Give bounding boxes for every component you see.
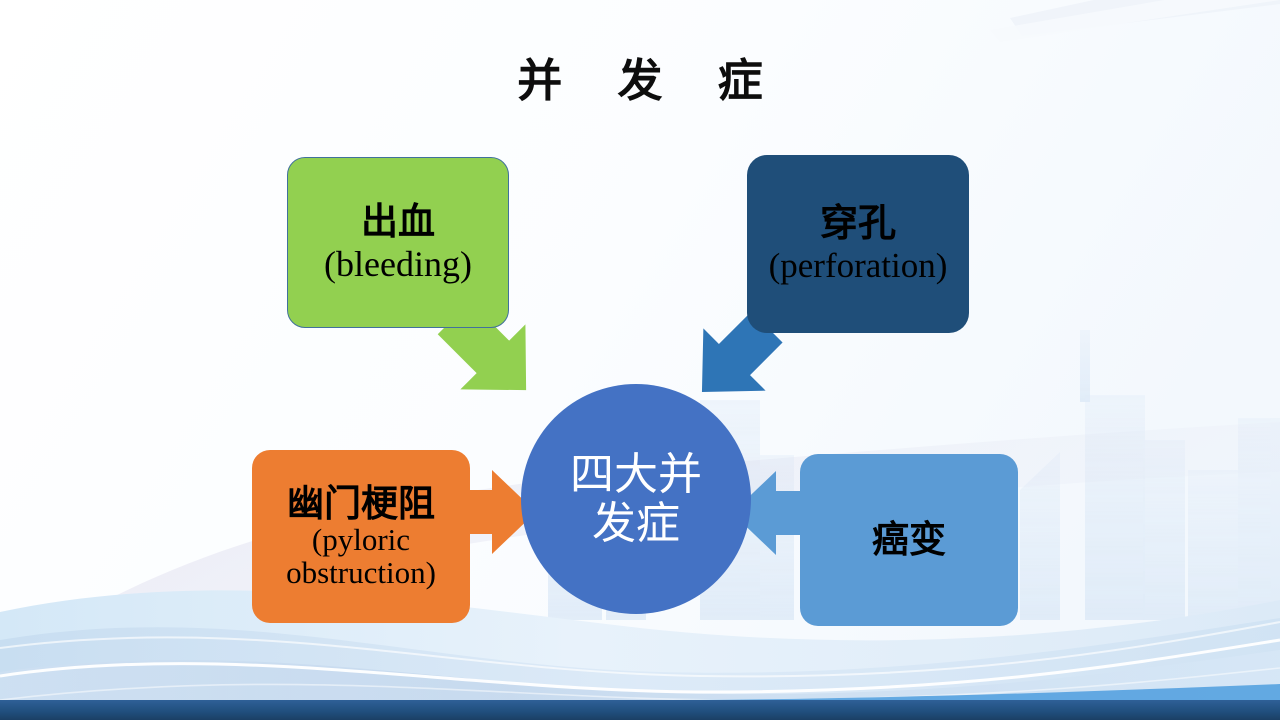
node-bleeding-cn: 出血 <box>361 200 435 242</box>
node-bleeding-en: (bleeding) <box>324 244 472 285</box>
node-perforation-en: (perforation) <box>768 245 948 285</box>
arrow-pyloric <box>450 470 536 554</box>
center-label: 四大并发症 <box>570 449 702 548</box>
node-perforation[interactable]: 穿孔 (perforation) <box>747 155 969 333</box>
node-bleeding[interactable]: 出血 (bleeding) <box>287 157 509 328</box>
node-carcinoma-cn: 癌变 <box>872 519 946 561</box>
arrow-carcinoma <box>732 471 818 555</box>
node-pyloric[interactable]: 幽门梗阻 (pyloric obstruction) <box>252 450 470 623</box>
node-pyloric-cn: 幽门梗阻 <box>287 482 435 524</box>
page-title: 并 发 症 <box>517 56 785 106</box>
node-perforation-cn: 穿孔 <box>819 203 896 246</box>
node-center-circle[interactable]: 四大并发症 <box>521 384 751 614</box>
node-carcinoma[interactable]: 癌变 <box>800 454 1018 626</box>
node-pyloric-en-line1: (pyloric <box>311 521 411 557</box>
node-pyloric-en-line2: obstruction) <box>286 554 436 590</box>
